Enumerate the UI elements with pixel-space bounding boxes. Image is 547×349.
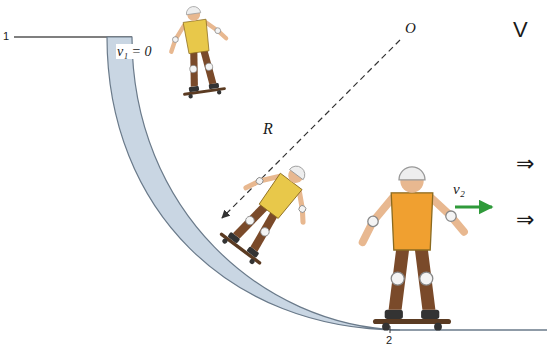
cropped-symbol: ⇒ — [515, 152, 535, 176]
illustration-part — [211, 148, 328, 273]
ramp — [14, 37, 547, 333]
point-number: 1 — [2, 30, 10, 42]
illustration-part — [455, 206, 492, 209]
radius-label: R — [262, 120, 274, 138]
radius-line — [222, 40, 400, 218]
illustration-part — [390, 329, 547, 331]
cropped-symbol: ⇒ — [515, 208, 535, 232]
illustration-part — [165, 3, 233, 101]
center-label: O — [404, 20, 417, 37]
velocity-label: v₁ = 0 — [116, 44, 153, 59]
cropped-text: V — [512, 18, 529, 42]
illustration-part — [363, 167, 464, 331]
illustration-part — [222, 40, 400, 218]
skater-figures — [165, 3, 464, 331]
point-number: 2 — [385, 334, 393, 346]
velocity-arrow — [455, 207, 492, 208]
velocity-label: v₂ — [452, 181, 466, 198]
illustration-part — [107, 37, 400, 330]
